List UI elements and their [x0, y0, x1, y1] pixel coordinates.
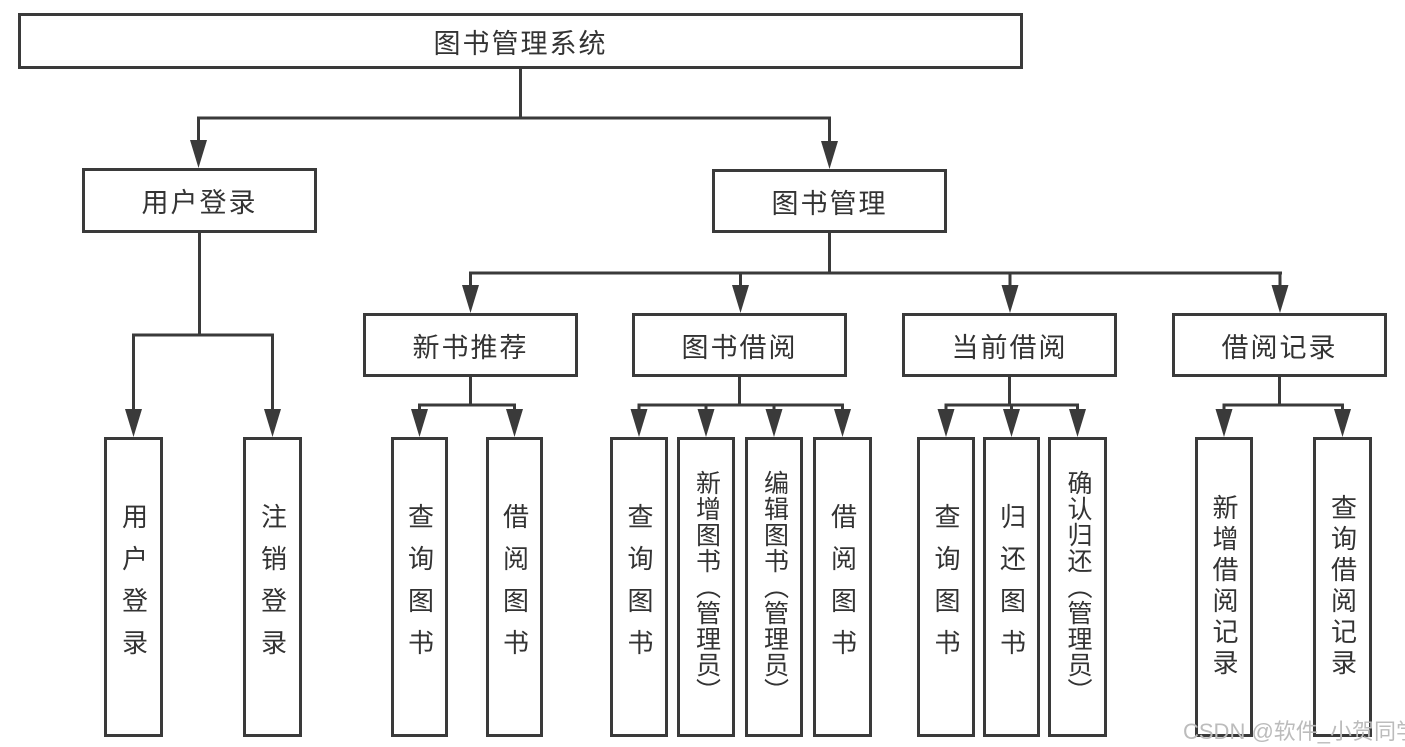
- node-label: 用户登录: [118, 503, 149, 671]
- node-label: 图书管理: [771, 188, 888, 219]
- node-label: 图书管理系统: [433, 28, 608, 59]
- leaf-query-borrow-record: 查询借阅记录: [1313, 437, 1372, 737]
- leaf-add-borrow-record: 新增借阅记录: [1195, 437, 1253, 737]
- edge-book-borrow-to-children: [630, 377, 851, 437]
- node-label: 用户登录: [141, 188, 258, 218]
- edge-user-login-to-children: [125, 233, 281, 437]
- edge-book-mgmt-to-level3: [462, 233, 1289, 313]
- node-label: 新增图书（管理员）: [692, 470, 721, 704]
- node-user-login: 用户登录: [82, 168, 317, 233]
- node-label: 查询借阅记录: [1327, 494, 1358, 680]
- node-label: 当前借阅: [951, 332, 1068, 363]
- leaf-query-books-current: 查询图书: [917, 437, 975, 737]
- node-label: 借阅图书: [499, 503, 530, 671]
- node-label: 查询图书: [931, 503, 961, 671]
- node-root-system: 图书管理系统: [18, 13, 1023, 69]
- node-borrow-record: 借阅记录: [1172, 313, 1387, 377]
- leaf-edit-books-admin: 编辑图书（管理员）: [745, 437, 803, 737]
- edge-root-to-level2: [190, 69, 838, 169]
- node-label: 注销登录: [257, 503, 288, 671]
- node-label: 图书借阅: [681, 332, 798, 363]
- leaf-return-books: 归还图书: [983, 437, 1040, 737]
- leaf-query-books-recommend: 查询图书: [391, 437, 448, 737]
- node-label: 查询图书: [404, 503, 435, 671]
- node-book-management: 图书管理: [712, 169, 947, 233]
- leaf-user-login: 用户登录: [104, 437, 163, 737]
- leaf-query-books-borrow: 查询图书: [610, 437, 668, 737]
- node-label: 借阅图书: [827, 503, 858, 671]
- leaf-borrow-books-recommend: 借阅图书: [486, 437, 543, 737]
- node-book-borrow: 图书借阅: [632, 313, 847, 377]
- node-label: 归还图书: [996, 503, 1027, 671]
- edge-new-book-rec-to-children: [411, 377, 523, 437]
- node-current-borrow: 当前借阅: [902, 313, 1117, 377]
- edge-current-borrow-to-children: [937, 377, 1086, 437]
- node-label: 借阅记录: [1221, 332, 1338, 363]
- node-label: 新书推荐: [412, 332, 529, 363]
- node-label: 新增借阅记录: [1209, 494, 1239, 680]
- leaf-logout: 注销登录: [243, 437, 302, 737]
- leaf-confirm-return-admin: 确认归还（管理员）: [1048, 437, 1107, 737]
- node-new-book-recommend: 新书推荐: [363, 313, 578, 377]
- csdn-watermark: CSDN @软件_小贺同学: [1183, 719, 1405, 744]
- node-label: 查询图书: [624, 503, 654, 671]
- edge-borrow-record-to-children: [1215, 377, 1351, 437]
- leaf-borrow-books: 借阅图书: [813, 437, 872, 737]
- node-label: 编辑图书（管理员）: [760, 470, 789, 704]
- leaf-add-books-admin: 新增图书（管理员）: [677, 437, 735, 737]
- node-label: 确认归还（管理员）: [1064, 470, 1092, 704]
